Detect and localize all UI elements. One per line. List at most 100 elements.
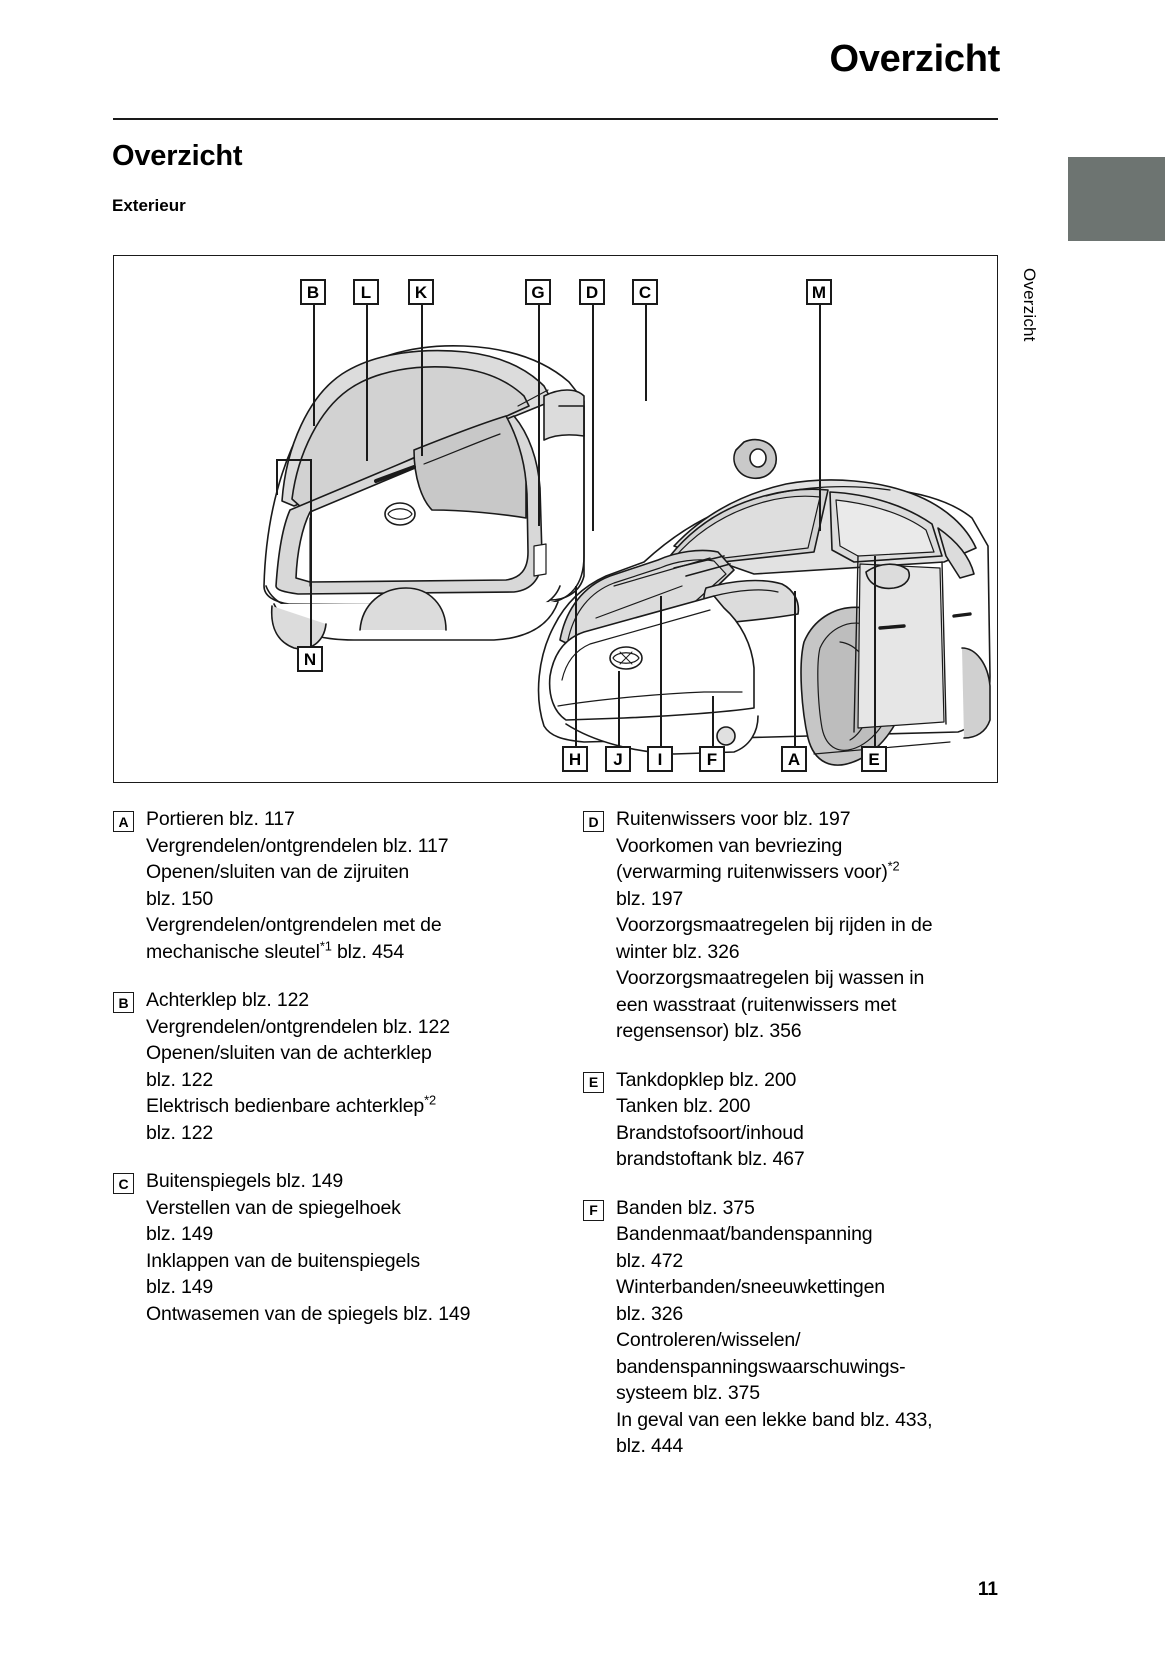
- legend-line: Voorkomen van bevriezing: [616, 834, 843, 857]
- callout-m: M: [806, 279, 832, 305]
- section-title: Overzicht: [112, 140, 243, 172]
- legend-line: Bandenmaat/bandenspanning: [616, 1223, 873, 1245]
- callout-g: G: [525, 279, 551, 305]
- legend-line: een wasstraat (ruitenwissers met: [616, 993, 897, 1016]
- legend-badge-e: E: [583, 1071, 604, 1093]
- legend-line: Inklappen van de buitenspiegels: [146, 1249, 420, 1272]
- callout-j: J: [605, 746, 631, 772]
- legend-line: Vergrendelen/ontgrendelen met de: [146, 914, 442, 936]
- page-header: Overzicht: [0, 0, 1165, 128]
- legend-line: mechanische sleutel*1 blz. 454: [146, 938, 405, 963]
- legend-line: blz. 197: [616, 887, 684, 910]
- callout-d: D: [579, 279, 605, 305]
- header-divider: [113, 118, 998, 120]
- callout-e: E: [861, 746, 887, 772]
- leader-line-n-horizontal: [276, 459, 312, 461]
- callout-h: H: [562, 746, 588, 772]
- leader-line-k: [421, 291, 423, 456]
- legend-line: Achterklep blz. 122: [146, 989, 309, 1011]
- legend-line: blz. 122: [146, 1121, 214, 1144]
- leader-line-h: [575, 586, 577, 746]
- leader-line-d: [592, 291, 594, 531]
- callout-b: B: [300, 279, 326, 305]
- legend-line: Banden blz. 375: [616, 1196, 755, 1219]
- legend-line: Controleren/wisselen/: [616, 1329, 801, 1351]
- leader-line-g: [538, 291, 540, 526]
- legend-line: Voorzorgsmaatregelen bij rijden in de: [616, 914, 933, 936]
- legend-badge-a: A: [113, 811, 134, 832]
- chapter-tab-label: Overzicht: [1020, 268, 1039, 342]
- callout-a: A: [781, 746, 807, 772]
- legend-line: Vergrendelen/ontgrendelen blz. 122: [146, 1015, 450, 1038]
- legend-line: blz. 149: [146, 1223, 214, 1245]
- legend-line: Tanken blz. 200: [616, 1095, 751, 1117]
- legend-line: blz. 122: [146, 1068, 214, 1091]
- legend-badge-c: C: [113, 1173, 134, 1194]
- legend-line: Tankdopklep blz. 200: [616, 1068, 797, 1091]
- legend-line: Elektrisch bedienbare achterklep*2: [146, 1092, 436, 1117]
- legend-line: systeem blz. 375: [616, 1382, 760, 1404]
- legend-line: blz. 326: [616, 1302, 684, 1325]
- leader-line-n: [310, 459, 312, 649]
- legend-line: Ruitenwissers voor blz. 197: [616, 808, 851, 830]
- legend-line: Openen/sluiten van de zijruiten: [146, 861, 410, 883]
- legend-line: regensensor) blz. 356: [616, 1020, 802, 1042]
- leader-line-a: [794, 591, 796, 746]
- legend-line: Ontwasemen van de spiegels blz. 149: [146, 1302, 471, 1325]
- chapter-tab-marker: [1068, 157, 1165, 241]
- legend-line: Verstellen van de spiegelhoek: [146, 1196, 401, 1219]
- leader-line-m: [819, 291, 821, 531]
- leader-line-j: [618, 671, 620, 746]
- callout-k: K: [408, 279, 434, 305]
- legend-badge-b: B: [113, 992, 134, 1013]
- leader-line-l: [366, 291, 368, 461]
- leader-line-b: [313, 291, 315, 426]
- legend-line: (verwarming ruitenwissers voor)*2: [616, 858, 900, 883]
- callout-n: N: [297, 646, 323, 672]
- callout-i: I: [647, 746, 673, 772]
- legend-line: Voorzorgsmaatregelen bij wassen in: [616, 967, 925, 989]
- page-number: 11: [977, 1579, 998, 1600]
- legend-line: Portieren blz. 117: [146, 808, 295, 830]
- leader-line-f: [712, 696, 714, 746]
- subsection-title: Exterieur: [112, 196, 186, 215]
- legend-line: blz. 472: [616, 1249, 684, 1272]
- legend-line: Buitenspiegels blz. 149: [146, 1170, 344, 1192]
- legend-line: winter blz. 326: [616, 940, 740, 963]
- legend-badge-d: D: [583, 811, 604, 832]
- legend-line: brandstoftank blz. 467: [616, 1148, 805, 1170]
- legend-line: Openen/sluiten van de achterklep: [146, 1042, 432, 1064]
- callout-c: C: [632, 279, 658, 305]
- legend-line: blz. 444: [616, 1435, 684, 1457]
- leader-line-n-stub: [276, 459, 278, 495]
- legend-badge-f: F: [583, 1199, 604, 1221]
- legend-line: blz. 150: [146, 887, 214, 910]
- page-title: Overzicht: [829, 38, 1001, 80]
- legend-line: Brandstofsoort/inhoud: [616, 1121, 804, 1144]
- exterior-diagram-figure: B L K G D C M N H J I F A E: [113, 255, 998, 783]
- leader-line-e: [874, 556, 876, 746]
- callout-f: F: [699, 746, 725, 772]
- leader-line-c: [645, 291, 647, 401]
- leader-line-i: [660, 596, 662, 746]
- legend-line: In geval van een lekke band blz. 433,: [616, 1408, 933, 1431]
- car-exterior-illustration: [263, 344, 991, 766]
- legend-line: bandenspanningswaarschuwings-: [616, 1355, 906, 1378]
- legend-line: blz. 149: [146, 1276, 214, 1298]
- legend-line: Winterbanden/sneeuwkettingen: [616, 1276, 885, 1298]
- callout-l: L: [353, 279, 379, 305]
